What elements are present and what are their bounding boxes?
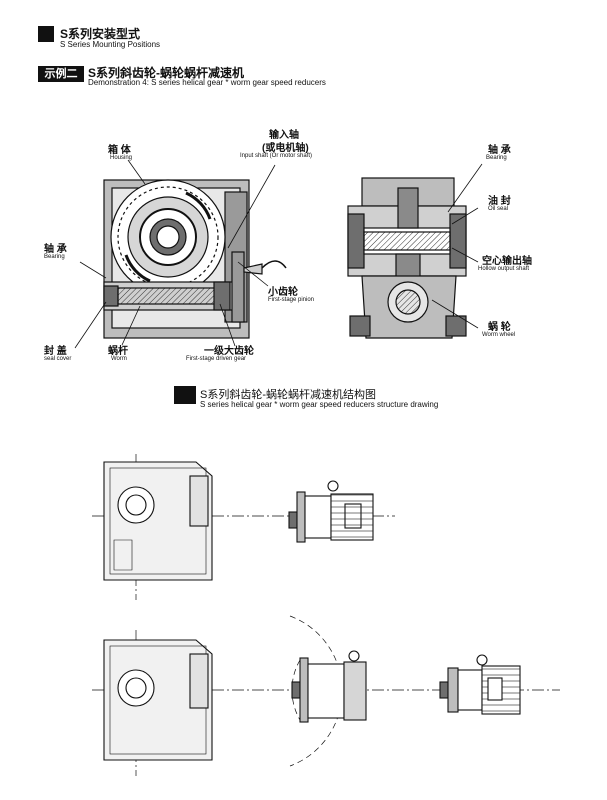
label-pinion-cn: 小齿轮	[268, 287, 298, 298]
leader-lines-right	[431, 163, 483, 329]
label-hollow-shaft-en: Hollow output shaft	[478, 266, 530, 272]
label-input-shaft-cn: 输入轴	[269, 130, 299, 141]
page-title: S系列安装型式	[60, 27, 141, 41]
header-block-icon	[38, 26, 54, 42]
label-input-shaft-cn2: (或电机轴)	[262, 143, 309, 154]
label-oil-seal-en: Oil seal	[488, 206, 509, 212]
demo-subtitle: Demonstration 4: S series helical gear *…	[88, 78, 326, 87]
label-bearing-right-cn: 轴 承	[488, 145, 511, 156]
label-worm-wheel-en: Worm wheel	[482, 332, 516, 338]
page-subtitle: S Series Mounting Positions	[60, 40, 161, 49]
demo-title: S系列斜齿轮-蜗轮蜗杆减速机	[88, 66, 245, 80]
label-seal-cover-cn: 封 盖	[44, 346, 67, 357]
label-input-shaft-en: Input shaft (Or motor shaft)	[240, 153, 313, 159]
label-seal-cover-en: seal cover	[44, 356, 72, 362]
reducer-section-right	[347, 177, 467, 339]
structure-drawing-2	[92, 615, 560, 776]
structure-drawing-1	[92, 454, 395, 600]
demo-badge: 示例二	[38, 66, 84, 82]
label-bearing-left-cn: 轴 承	[44, 244, 67, 255]
label-driven-gear-en: First-stage driven gear	[186, 356, 247, 362]
structure-block-icon	[174, 386, 196, 404]
reducer-section-left	[103, 179, 287, 339]
label-housing-cn: 箱 体	[108, 145, 131, 156]
label-bearing-left-en: Bearing	[44, 254, 65, 260]
label-driven-gear-cn: 一级大齿轮	[204, 346, 254, 357]
structure-subtitle: S series helical gear * worm gear speed …	[200, 400, 439, 409]
label-hollow-shaft-cn: 空心输出轴	[482, 256, 532, 267]
label-pinion-en: First-stage pinion	[268, 297, 315, 303]
leader-lines-left	[74, 159, 276, 349]
structure-title: S系列斜齿轮-蜗轮蜗杆减速机结构图	[200, 389, 376, 401]
label-oil-seal-cn: 油 封	[488, 196, 511, 207]
label-worm-en: Worm	[111, 356, 127, 362]
label-housing-en: Housing	[110, 155, 133, 161]
label-worm-cn: 蜗杆	[108, 346, 128, 357]
label-worm-wheel-cn: 蜗 轮	[488, 322, 511, 333]
label-bearing-right-en: Bearing	[486, 155, 507, 161]
